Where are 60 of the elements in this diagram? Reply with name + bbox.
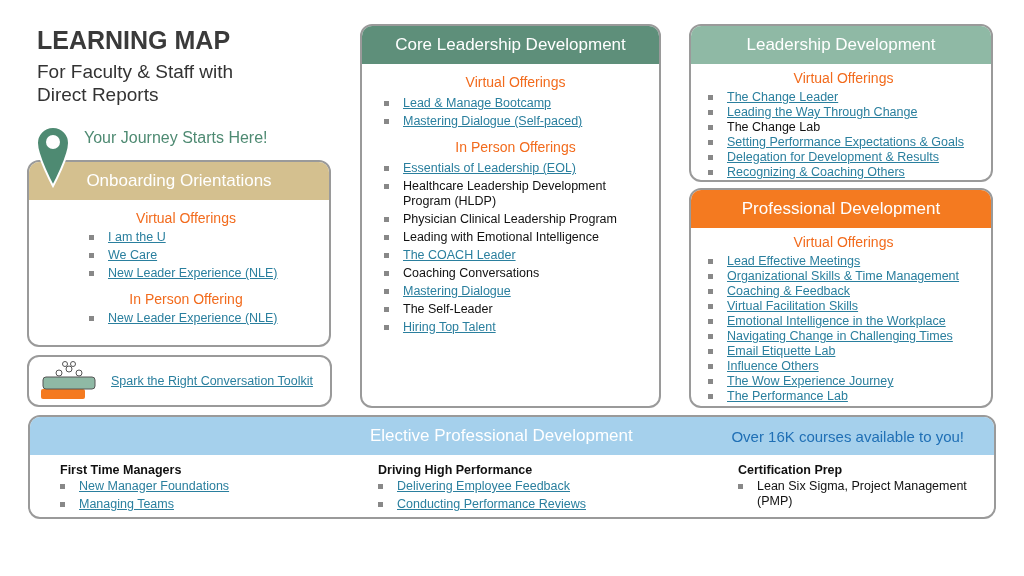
section-heading: Virtual Offerings (464, 74, 567, 90)
toolkit-link: Spark the Right Conversation Toolkit (111, 374, 313, 388)
course-link: Setting Performance Expectations & Goals (727, 135, 964, 150)
course-name: The Change Lab (727, 120, 821, 135)
panel-title: Onboarding Orientations (86, 171, 272, 191)
course-name: Lean Six Sigma, Project Management (PMP) (757, 479, 968, 509)
course-link: I am the U (108, 230, 166, 245)
course-name: The Self-Leader (403, 302, 493, 317)
toolkit-card (27, 355, 332, 407)
course-link: Mastering Dialogue (Self-paced) (403, 114, 583, 129)
course-link: Managing Teams (79, 497, 174, 512)
course-panel (360, 24, 661, 408)
panel-title: Elective Professional Development (370, 426, 633, 446)
course-link: Leading the Way Through Change (727, 105, 918, 120)
course-link: Mastering Dialogue (403, 284, 511, 299)
course-link: Delivering Employee Feedback (397, 479, 570, 494)
course-name: Leading with Emotional Intelligence (403, 230, 599, 245)
course-panel (689, 24, 993, 182)
course-link: Email Etiquette Lab (727, 344, 836, 359)
course-link: The COACH Leader (403, 248, 516, 263)
course-link: The Change Leader (727, 90, 839, 105)
course-link: Recognizing & Coaching Others (727, 165, 905, 180)
course-link: Organizational Skills & Time Management (727, 269, 960, 284)
subtitle: For Faculty & Staff with Direct Reports (37, 60, 235, 106)
section-heading: Virtual Offerings (792, 234, 895, 250)
course-name: Coaching Conversations (403, 266, 540, 281)
course-link: New Leader Experience (NLE) (108, 311, 278, 326)
course-link: Essentials of Leadership (EOL) (403, 161, 576, 176)
section-heading: In Person Offering (128, 291, 244, 307)
course-link: Lead & Manage Bootcamp (403, 96, 552, 111)
course-link: Navigating Change in Challenging Times (727, 329, 953, 344)
section-heading: Virtual Offerings (792, 70, 895, 86)
course-link: We Care (108, 248, 158, 263)
course-link: Conducting Performance Reviews (397, 497, 586, 512)
course-panel (28, 415, 996, 519)
course-link: The Wow Experience Journey (727, 374, 894, 389)
course-link: Virtual Facilitation Skills (727, 299, 859, 314)
tagline: Over 16K courses available to you! (731, 427, 964, 445)
course-link: The Performance Lab (727, 389, 848, 404)
panel-title: Professional Development (741, 199, 941, 219)
course-name: Physician Clinical Leadership Program (403, 212, 617, 227)
column-heading: Driving High Performance (378, 463, 534, 477)
course-link: Lead Effective Meetings (727, 254, 861, 269)
column-heading: Certification Prep (738, 463, 844, 477)
panel-title: Core Leadership Development (395, 35, 626, 55)
section-heading: In Person Offerings (454, 139, 577, 155)
course-link: Delegation for Development & Results (727, 150, 939, 165)
section-heading: Virtual Offerings (135, 210, 237, 226)
column-heading: First Time Managers (60, 463, 183, 477)
course-panel (689, 188, 993, 408)
course-name: Healthcare Leadership Development Program (HLDP) (403, 179, 607, 209)
course-link: Hiring Top Talent (403, 320, 496, 335)
panel-title: Leadership Development (746, 35, 936, 55)
course-link: Emotional Intelligence in the Workplace (727, 314, 946, 329)
course-panel (27, 160, 331, 347)
page-title: LEARNING MAP (37, 26, 231, 55)
course-link: New Leader Experience (NLE) (108, 266, 278, 281)
course-link: Influence Others (727, 359, 819, 374)
course-link: New Manager Foundations (79, 479, 230, 494)
course-link: Coaching & Feedback (727, 284, 850, 299)
